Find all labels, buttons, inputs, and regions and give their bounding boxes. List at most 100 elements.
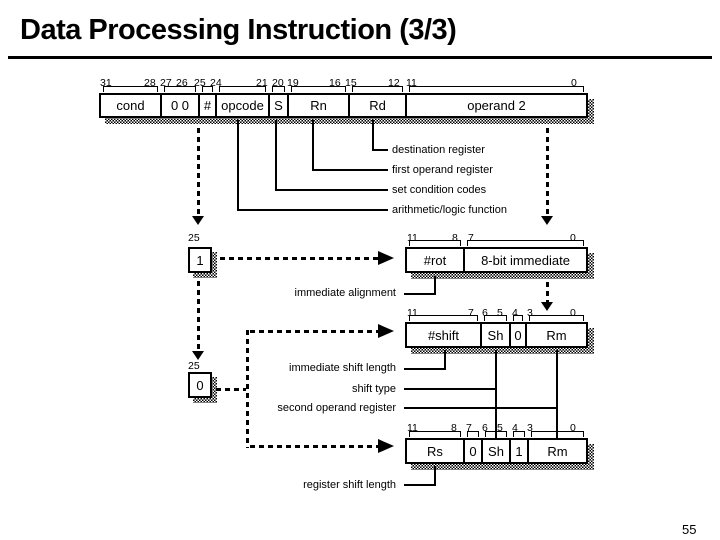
dashed-line-to-shift-box — [250, 330, 378, 333]
callout-immediate-shift-length: immediate shift length — [289, 362, 396, 374]
bit-label-25: 25 — [188, 232, 200, 244]
immediate-box: #rot 8-bit immediate — [405, 240, 588, 273]
register-shift-box: Rs 0 Sh 1 Rm — [405, 431, 588, 464]
field-zero: 0 — [465, 431, 483, 462]
dashed-line-to-register-shift-box — [250, 445, 378, 448]
arrow-right-icon — [378, 439, 394, 453]
field-hash: # — [200, 86, 217, 116]
arrow-down-icon — [541, 216, 553, 225]
bit-label-20: 20 — [272, 77, 284, 89]
callout-second-operand-register: second operand register — [277, 402, 396, 414]
field-rm: Rm — [529, 431, 586, 462]
dashed-line-hash-to-immediate — [197, 128, 200, 216]
bit-label-19: 19 — [287, 77, 299, 89]
callout-line-rs — [434, 466, 436, 486]
field-shift-amount: #shift — [407, 315, 482, 346]
bit-label-31: 31 — [100, 77, 112, 89]
bit-label-7: 7 — [468, 307, 474, 319]
field-8bit-immediate: 8-bit immediate — [465, 240, 586, 271]
dashed-branch-line — [246, 330, 249, 448]
page-title: Data Processing Instruction (3/3) — [20, 14, 457, 46]
dashed-line-from-bit25-zero — [216, 388, 246, 391]
bit-label-0: 0 — [570, 307, 576, 319]
bit-label-6: 6 — [482, 307, 488, 319]
arrow-right-icon — [378, 251, 394, 265]
bit-label-11: 11 — [407, 422, 418, 434]
field-sh: Sh — [482, 315, 511, 346]
callout-destination-register: destination register — [392, 144, 485, 156]
field-s: S — [270, 86, 289, 116]
bit-label-8: 8 — [452, 232, 458, 244]
bit-label-28: 28 — [144, 77, 156, 89]
callout-line-s — [275, 120, 277, 191]
bit25-value-box: 0 — [188, 372, 212, 398]
bit-label-24: 24 — [210, 77, 222, 89]
shift-box: #shift Sh 0 Rm — [405, 315, 588, 348]
arrow-down-icon — [192, 216, 204, 225]
callout-shift-type: shift type — [351, 383, 396, 395]
field-sh: Sh — [483, 431, 511, 462]
bit-label-0: 0 — [570, 232, 576, 244]
bit-label-16: 16 — [329, 77, 341, 89]
callout-line-rm — [556, 350, 558, 438]
dashed-line-to-immediate-box — [220, 257, 378, 260]
bit-label-11: 11 — [406, 77, 417, 89]
field-zero: 0 — [511, 315, 527, 346]
field-00: 0 0 — [162, 86, 200, 116]
bit-label-5: 5 — [497, 307, 503, 319]
callout-line-rd — [372, 149, 388, 151]
bit-label-27: 27 — [160, 77, 172, 89]
bit-label-8: 8 — [451, 422, 457, 434]
callout-line-shift-type — [495, 350, 497, 438]
dashed-line-to-bit25-zero — [197, 281, 200, 351]
bit-label-6: 6 — [482, 422, 488, 434]
callout-line-rs — [404, 484, 436, 486]
bit-label-4: 4 — [512, 307, 518, 319]
callout-line-s — [275, 189, 388, 191]
callout-line-shift-type — [404, 388, 497, 390]
field-rm: Rm — [527, 315, 586, 346]
field-operand2: operand 2 — [407, 86, 586, 116]
field-rn: Rn — [289, 86, 350, 116]
callout-line-rn — [312, 169, 388, 171]
callout-line-rm — [404, 407, 558, 409]
bit-label-7: 7 — [468, 232, 474, 244]
field-one: 1 — [511, 431, 529, 462]
bit-label-11: 11 — [407, 232, 418, 244]
title-underline — [8, 56, 712, 59]
bit-label-0: 0 — [570, 422, 576, 434]
dashed-line-to-shift-box — [546, 282, 549, 302]
arrow-right-icon — [378, 324, 394, 338]
bit-label-25: 25 — [194, 77, 206, 89]
page-number: 55 — [682, 522, 697, 537]
bit-label-21: 21 — [256, 77, 268, 89]
callout-immediate-alignment: immediate alignment — [294, 287, 397, 299]
callout-line-rd — [372, 120, 374, 151]
main-instruction-box: cond 0 0 # opcode S Rn Rd operand 2 — [99, 86, 588, 118]
bit-label-15: 15 — [345, 77, 357, 89]
field-rs: Rs — [407, 431, 465, 462]
bit-label-12: 12 — [388, 77, 400, 89]
bit-label-0: 0 — [571, 77, 577, 89]
callout-line-opcode — [237, 209, 388, 211]
callout-line-shift-amount — [404, 368, 446, 370]
bit25-value-box: 1 — [188, 247, 212, 273]
bit-label-5: 5 — [497, 422, 503, 434]
dashed-line-operand2-to-immediate — [546, 128, 549, 216]
callout-line-shift-amount — [444, 350, 446, 370]
bit-label-7: 7 — [466, 422, 472, 434]
field-opcode: opcode — [217, 86, 270, 116]
bit-label-26: 26 — [176, 77, 188, 89]
arrow-down-icon — [192, 351, 204, 360]
callout-line-opcode — [237, 120, 239, 211]
bit-label-3: 3 — [527, 422, 533, 434]
arrow-down-icon — [541, 302, 553, 311]
callout-first-operand-register: first operand register — [392, 164, 493, 176]
bit-label-4: 4 — [512, 422, 518, 434]
field-cond: cond — [101, 86, 162, 116]
field-rd: Rd — [350, 86, 407, 116]
bit-label-3: 3 — [527, 307, 533, 319]
callout-register-shift-length: register shift length — [303, 479, 396, 491]
callout-line-rot — [404, 293, 436, 295]
